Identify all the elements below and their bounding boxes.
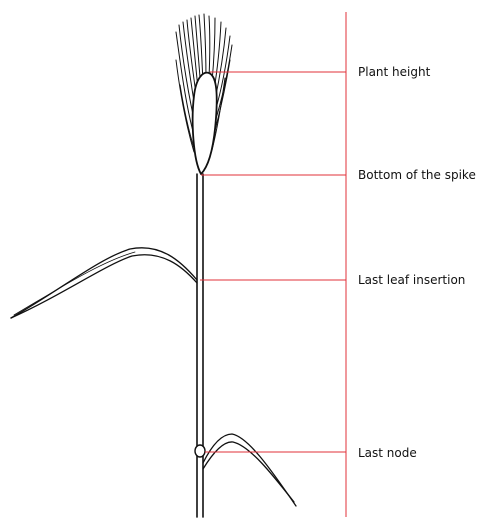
measurement-labels: Plant height Bottom of the spike Last le…: [358, 65, 476, 460]
upper-leaf: [11, 248, 197, 318]
plant-height-label: Plant height: [358, 65, 431, 79]
spike-body: [193, 73, 217, 174]
last-node-label: Last node: [358, 446, 417, 460]
lower-leaf: [203, 434, 296, 506]
stem-node: [195, 445, 205, 457]
last-leaf-insertion-label: Last leaf insertion: [358, 273, 465, 287]
plant-drawing: [11, 14, 296, 517]
bottom-of-spike-label: Bottom of the spike: [358, 168, 476, 182]
measurement-guides: [200, 12, 346, 517]
